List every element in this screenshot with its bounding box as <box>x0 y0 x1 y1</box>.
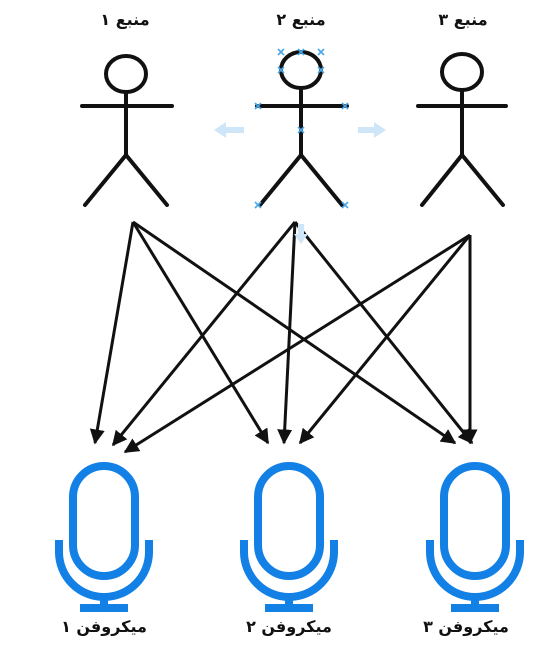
connections <box>89 220 478 454</box>
arrow-source2-mic2 <box>277 221 297 445</box>
arrow-source1-mic2 <box>131 221 270 445</box>
arrow-source1-mic1 <box>89 221 135 445</box>
selection-handle[interactable] <box>341 102 349 110</box>
arrow-source2-mic3 <box>293 221 474 445</box>
arrow-source1-mic3 <box>132 220 457 445</box>
source-1-label: منبع ۱ <box>100 10 150 29</box>
selection-handle[interactable] <box>277 48 285 56</box>
selection-handle[interactable] <box>297 126 305 134</box>
move-down-arrow-icon[interactable] <box>294 224 308 244</box>
selection-handles[interactable] <box>254 48 349 209</box>
selection-handle[interactable] <box>341 201 349 209</box>
source-1-figure-icon[interactable] <box>80 54 174 207</box>
microphone-3-label: میکروفن ۳ <box>423 617 509 636</box>
source-2-label: منبع ۲ <box>276 10 326 29</box>
arrow-source3-mic2 <box>298 234 472 445</box>
microphone-1-label: میکروفن ۱ <box>61 617 147 636</box>
move-right-arrow-icon[interactable] <box>358 122 386 138</box>
arrow-source2-mic1 <box>111 221 297 447</box>
microphone-1-icon[interactable] <box>55 462 153 612</box>
selection-handle[interactable] <box>317 66 325 74</box>
move-left-arrow-icon[interactable] <box>214 122 244 138</box>
selection-handle[interactable] <box>297 48 305 56</box>
selection-handle[interactable] <box>254 201 262 209</box>
arrow-source3-mic1 <box>123 233 471 454</box>
selection-handle[interactable] <box>317 48 325 56</box>
microphone-3-icon[interactable] <box>426 462 524 612</box>
selection-handle[interactable] <box>277 66 285 74</box>
source-3-label: منبع ۳ <box>438 10 488 29</box>
source-3-figure-icon[interactable] <box>416 52 508 207</box>
microphone-2-icon[interactable] <box>240 462 338 612</box>
microphone-2-label: میکروفن ۲ <box>246 617 332 636</box>
selection-handle[interactable] <box>254 102 262 110</box>
